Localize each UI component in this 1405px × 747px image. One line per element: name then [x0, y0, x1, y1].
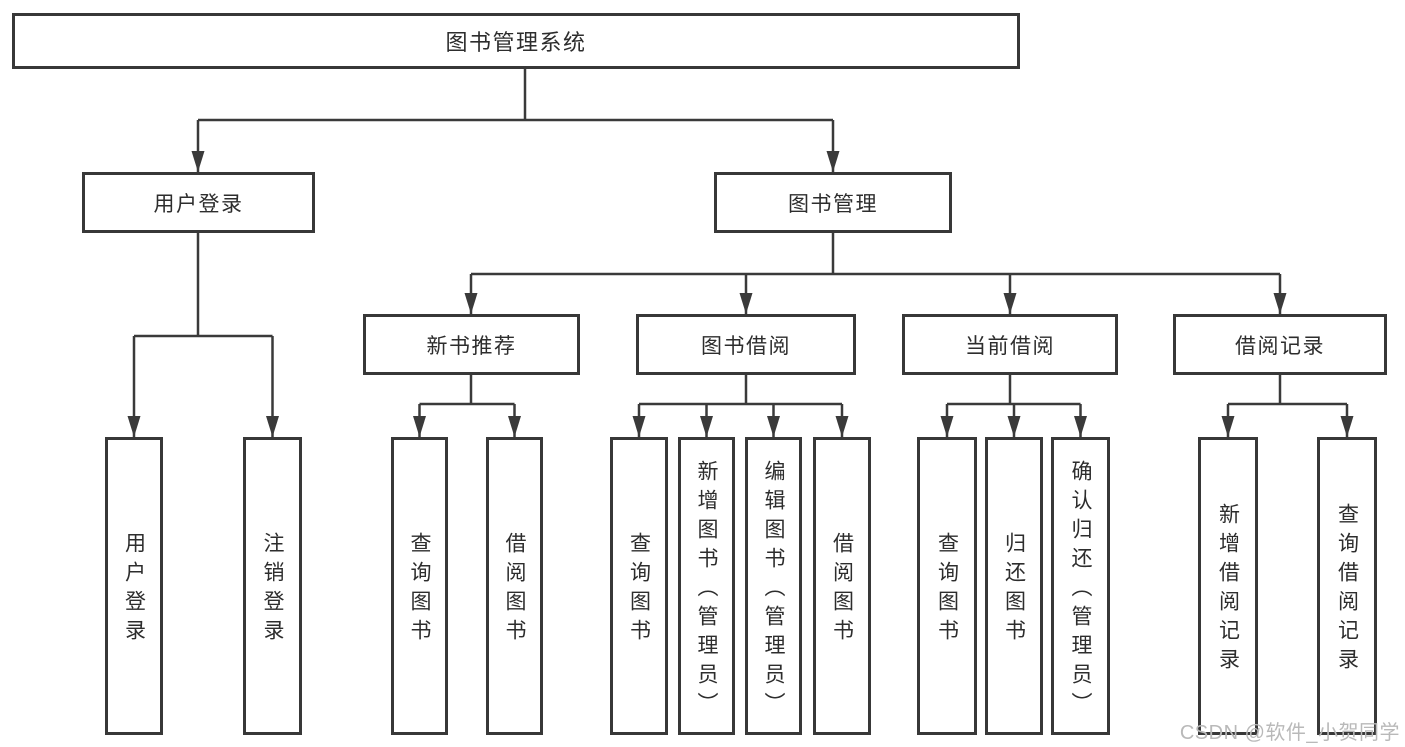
node-label: 归还图书 [1002, 532, 1026, 648]
arrowhead-icon [1003, 293, 1017, 314]
arrowhead-icon [464, 293, 478, 314]
arrowhead-icon [508, 416, 521, 437]
connector-root-to-level2 [191, 69, 840, 172]
node-label: 用户登录 [153, 192, 244, 216]
node-label: 新增借阅记录 [1216, 503, 1240, 677]
arrowhead-icon [1340, 416, 1354, 437]
node-edit-book-admin: 编辑图书（管理员） [745, 437, 802, 735]
connector-book-borrow-to-children [632, 375, 849, 437]
node-label: 新增图书（管理员） [695, 459, 718, 721]
csdn-watermark: CSDN @软件_小贺同学 [1179, 722, 1400, 744]
node-label: 图书管理 [788, 192, 878, 216]
node-label: 查询图书 [627, 532, 651, 648]
arrowhead-icon [632, 416, 646, 437]
node-label: 图书管理系统 [445, 30, 587, 55]
connector-book-management-to-level3 [464, 233, 1287, 314]
node-label: 查询借阅记录 [1335, 503, 1359, 677]
arrowhead-icon [700, 416, 713, 437]
node-borrow-records: 借阅记录 [1173, 314, 1387, 375]
connector-borrow-records-to-children [1221, 375, 1354, 437]
node-logout: 注销登录 [243, 437, 302, 735]
node-label: 查询图书 [935, 532, 959, 648]
node-new-book-recommend: 新书推荐 [363, 314, 580, 375]
arrowhead-icon [739, 293, 753, 314]
node-return-book: 归还图书 [985, 437, 1043, 735]
node-query-borrow-record: 查询借阅记录 [1317, 437, 1377, 735]
node-label: 当前借阅 [965, 334, 1055, 358]
arrowhead-icon [1074, 416, 1087, 437]
connector-user-login-to-children [127, 233, 279, 437]
node-label: 借阅记录 [1235, 334, 1325, 358]
node-library-management-system: 图书管理系统 [12, 13, 1020, 69]
node-label: 借阅图书 [830, 532, 854, 648]
connector-new-book-recommend-to-children [413, 375, 521, 437]
arrowhead-icon [1221, 416, 1235, 437]
arrowhead-icon [940, 416, 954, 437]
node-current-borrow: 当前借阅 [902, 314, 1118, 375]
node-query-books-borrow: 查询图书 [610, 437, 668, 735]
node-query-books-recommend: 查询图书 [391, 437, 448, 735]
node-add-borrow-record: 新增借阅记录 [1198, 437, 1258, 735]
node-label: 借阅图书 [503, 532, 526, 648]
arrowhead-icon [767, 416, 780, 437]
node-label: 注销登录 [261, 532, 284, 648]
arrowhead-icon [191, 151, 205, 172]
node-confirm-return-admin: 确认归还（管理员） [1051, 437, 1110, 735]
connector-current-borrow-to-children [940, 375, 1087, 437]
node-label: 图书借阅 [701, 334, 791, 358]
node-label: 用户登录 [122, 532, 146, 648]
node-label: 查询图书 [408, 532, 431, 648]
arrowhead-icon [266, 416, 279, 437]
arrowhead-icon [826, 151, 840, 172]
node-borrow-books: 借阅图书 [813, 437, 871, 735]
arrowhead-icon [127, 416, 141, 437]
node-label: 编辑图书（管理员） [762, 459, 785, 721]
arrowhead-icon [835, 416, 849, 437]
arrowhead-icon [1273, 293, 1287, 314]
node-label: 确认归还（管理员） [1069, 459, 1092, 721]
node-book-borrow: 图书借阅 [636, 314, 856, 375]
node-user-login: 用户登录 [82, 172, 315, 233]
node-add-book-admin: 新增图书（管理员） [678, 437, 735, 735]
node-query-books-current: 查询图书 [917, 437, 977, 735]
arrowhead-icon [1007, 416, 1021, 437]
node-user-login-leaf: 用户登录 [105, 437, 163, 735]
node-book-management: 图书管理 [714, 172, 952, 233]
arrowhead-icon [413, 416, 426, 437]
node-borrow-books-recommend: 借阅图书 [486, 437, 543, 735]
node-label: 新书推荐 [426, 334, 517, 358]
